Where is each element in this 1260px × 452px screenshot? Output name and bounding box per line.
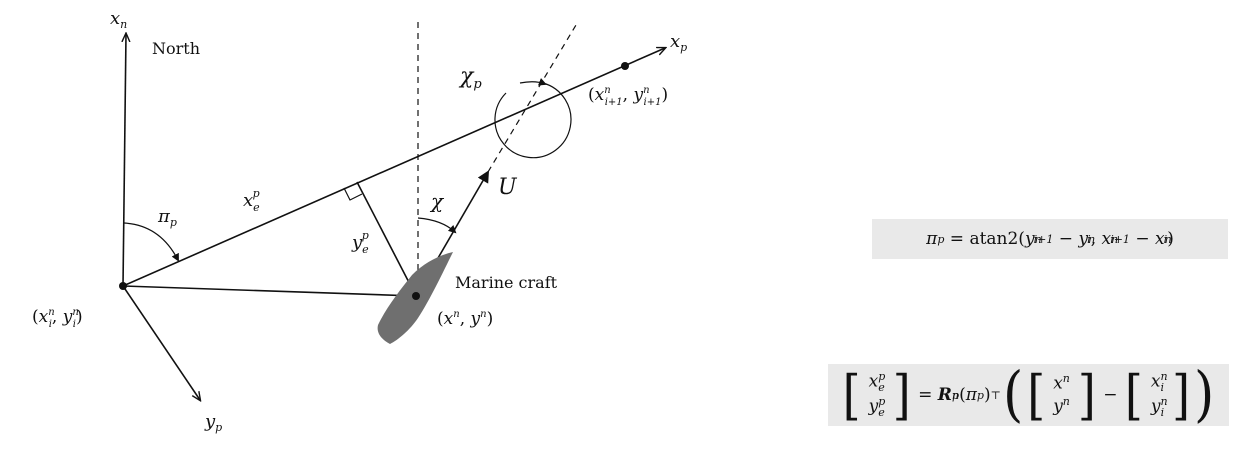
x-n-axis [123,34,126,287]
waypoint-next-dot [621,62,629,70]
chi-p-label: χp [458,64,482,92]
marine-craft-label: Marine craft [455,273,558,292]
craft-position-label: (xn, yn) [437,309,493,329]
y-p-label: yp [204,411,222,434]
y-p-axis [122,285,200,400]
x-n-label: xn [110,8,127,31]
x-e-p-label: xep [243,187,260,214]
cross-track-line [356,181,417,298]
north-label: North [152,39,200,58]
waypoint-to-craft-line [122,285,417,297]
chi-label: χ [429,189,445,213]
chi-angle-arc [417,217,457,234]
chi-p-angle-arc [494,82,572,159]
x-p-axis [122,48,665,287]
u-label: U [498,175,518,200]
y-e-p-label: yep [351,229,369,256]
x-p-label: xp [670,31,687,54]
pi-p-label: πp [157,206,177,229]
chi-p-arrow [519,78,547,86]
pi-p-angle-arc [123,222,179,262]
right-angle-marker [343,187,363,201]
craft-position-dot [412,292,420,300]
waypoint-i-dot [119,282,127,290]
